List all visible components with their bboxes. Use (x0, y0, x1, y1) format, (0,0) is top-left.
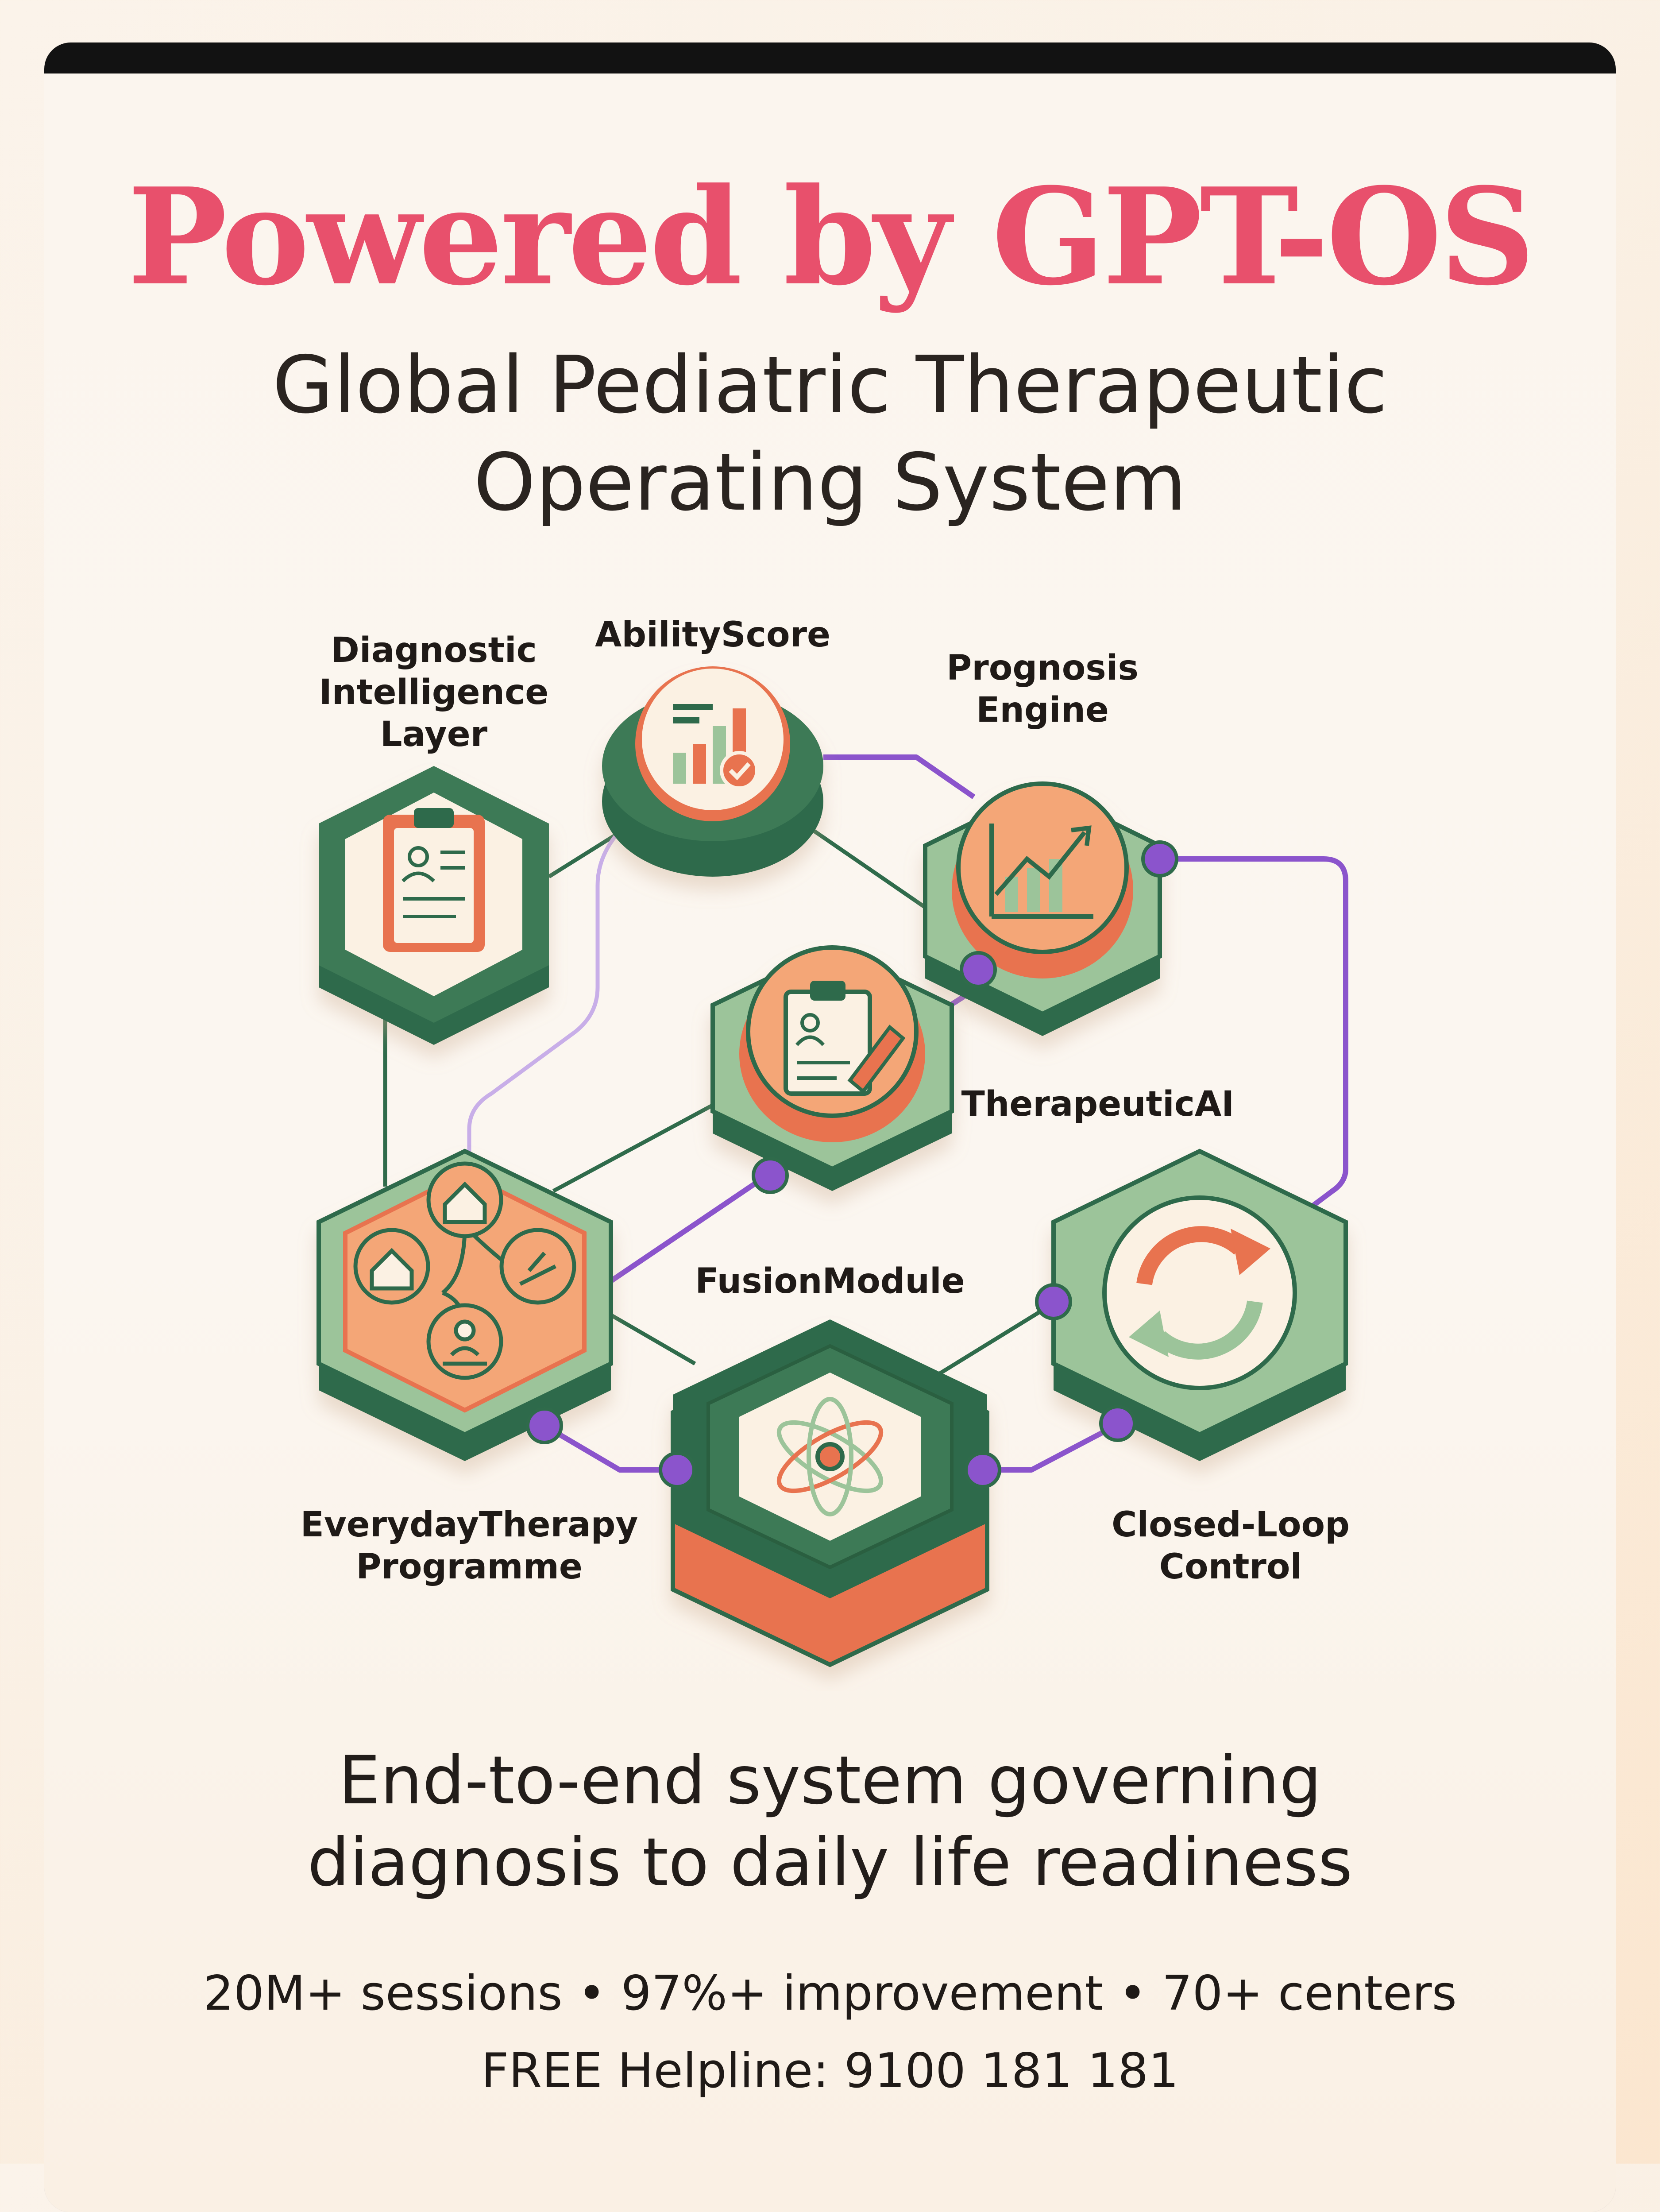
label-prognosis-1: Prognosis (946, 648, 1139, 688)
label-diagnostic-3: Layer (380, 715, 488, 754)
stats-line: 20M+ sessions • 97%+ improvement • 70+ c… (203, 1966, 1457, 2021)
label-ability: AbilityScore (595, 615, 830, 655)
label-diagnostic-1: Diagnostic (331, 630, 537, 670)
subtitle-line-2: Operating System (473, 437, 1187, 528)
subtitle-line-1: Global Pediatric Therapeutic (272, 339, 1388, 431)
label-diagnostic-2: Intelligence (319, 673, 548, 712)
node-diagnostic (319, 766, 549, 1045)
label-everyday-1: EverydayTherapy (301, 1505, 638, 1545)
node-ability (602, 666, 823, 877)
clipboard-profile-icon (383, 808, 485, 952)
home-therapy-icon (353, 1161, 576, 1380)
label-closedloop-2: Control (1159, 1547, 1302, 1587)
node-fusion (671, 1319, 989, 1667)
tagline-line-1: End-to-end system governing (338, 1742, 1322, 1819)
label-everyday-2: Programme (356, 1547, 583, 1587)
node-everyday (317, 1149, 613, 1461)
system-diagram: Diagnostic Intelligence Layer AbilitySco… (301, 615, 1350, 1667)
connector-dot (1141, 840, 1178, 878)
node-closedloop (1051, 1149, 1348, 1461)
atom-icon (776, 1397, 884, 1516)
helpline[interactable]: FREE Helpline: 9100 181 181 (481, 2043, 1179, 2099)
page-subtitle: Global Pediatric Therapeutic Operating S… (0, 336, 1660, 531)
connector-dot (964, 1451, 1001, 1489)
connector-dot (1099, 1405, 1136, 1442)
connector-dot (1035, 1283, 1072, 1320)
clipboard-pen-icon (784, 981, 906, 1096)
label-fusion: FusionModule (695, 1261, 965, 1301)
refresh-cycle-icon (1129, 1226, 1270, 1360)
connector-dot (752, 1157, 789, 1194)
label-therapeutic: TherapeuticAI (961, 1084, 1235, 1124)
connector-dot (659, 1451, 696, 1489)
page-title: Powered by GPT-OS (127, 159, 1535, 315)
label-prognosis-2: Engine (976, 690, 1109, 730)
connector-dot (960, 951, 997, 988)
tagline-line-2: diagnosis to daily life readiness (307, 1824, 1353, 1901)
trend-chart-icon (989, 824, 1093, 919)
node-therapeutic (710, 945, 954, 1191)
green-connectors (383, 817, 1050, 1379)
bar-chart-check-icon (673, 704, 759, 790)
top-bar (44, 43, 1616, 73)
tagline: End-to-end system governing diagnosis to… (0, 1740, 1660, 1904)
label-closedloop-1: Closed-Loop (1112, 1505, 1350, 1545)
connector-dot (526, 1407, 563, 1444)
